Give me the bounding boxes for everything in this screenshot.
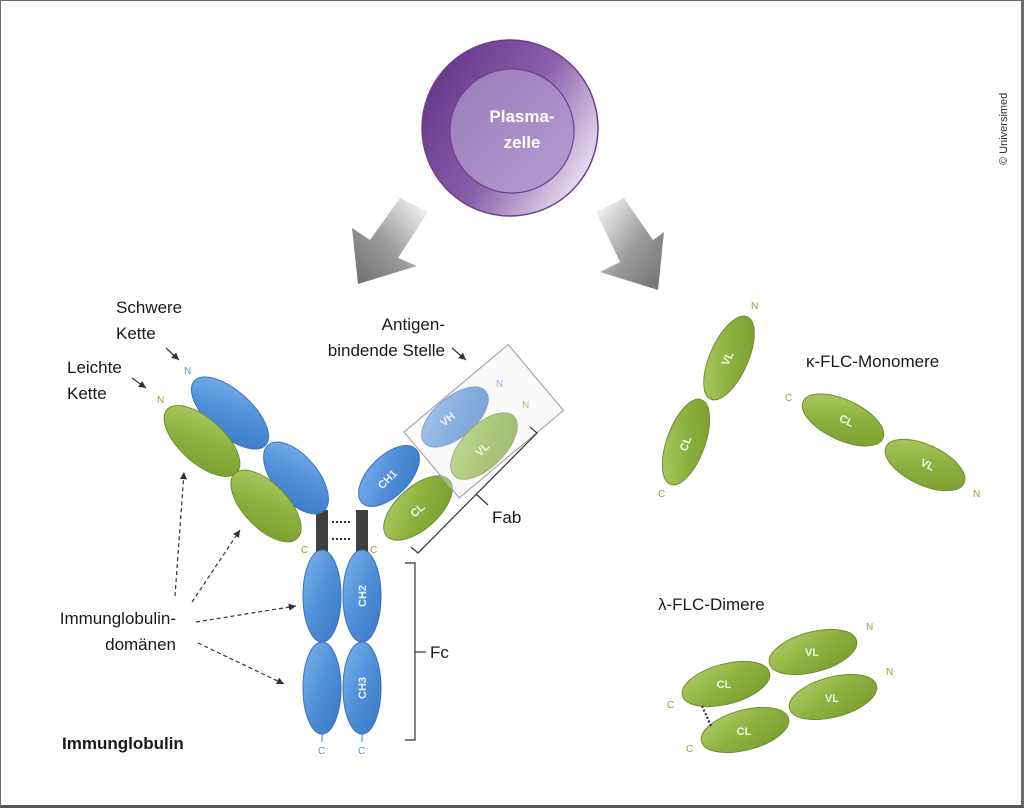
- domains-label-2: domänen: [105, 635, 176, 654]
- domains-label-1: Immunglobulin-: [60, 609, 176, 628]
- kappa-flc-monomers: VL CL N C CL VL C N κ-FLC-Monomere: [658, 301, 980, 500]
- light-chain-label-1: Leichte: [67, 358, 122, 377]
- domain-pointer-arrows: [174, 471, 297, 685]
- antigen-binding-site-box: [403, 343, 565, 499]
- kappa-n-1: N: [751, 301, 758, 312]
- lambda-c-1: C: [667, 700, 674, 711]
- lambda-disulfide-bond: [701, 705, 712, 727]
- lambda-cl-1-label: CL: [717, 679, 732, 691]
- lambda-n-2: N: [886, 667, 893, 678]
- arrow-left-icon: [352, 198, 428, 284]
- lambda-c-2: C: [686, 744, 693, 755]
- hinge-left: [316, 510, 328, 552]
- kappa-vl-2: [884, 438, 966, 492]
- lambda-cl-2: [700, 706, 790, 754]
- terminus-c-heavy-right: C: [358, 746, 365, 757]
- kappa-vl-1-label: VL: [720, 350, 737, 368]
- kappa-cl-2-label: CL: [837, 413, 856, 430]
- plasma-cell-label-2: zelle: [504, 133, 541, 152]
- label-ch3: CH3: [357, 677, 369, 699]
- plasma-cell-nucleus: [449, 68, 575, 194]
- heavy-chain-label-2: Kette: [116, 324, 156, 343]
- lambda-vl-2-label: VL: [825, 693, 839, 705]
- copyright-label: © Universimed: [998, 93, 1010, 165]
- kappa-cl-1-label: CL: [678, 435, 694, 453]
- domain-ch2-left: [302, 549, 342, 643]
- kappa-n-2: N: [973, 489, 980, 500]
- terminus-c-heavy-left: C: [318, 746, 325, 757]
- immunoglobulin: N N C N N C VH VL CH1 CL CH2 CH3 C C Fab: [60, 298, 565, 757]
- antigen-site-label-2: bindende Stelle: [328, 341, 445, 360]
- terminus-c-light-right: C: [370, 545, 377, 556]
- fab-bracket: [410, 426, 538, 554]
- lambda-vl-1-label: VL: [805, 647, 819, 659]
- domain-cl-left: [230, 469, 302, 543]
- lambda-n-1: N: [866, 622, 873, 633]
- kappa-c-1: C: [658, 489, 665, 500]
- plasma-cell: Plasma- zelle: [421, 39, 599, 217]
- lambda-cl-1: [681, 660, 771, 708]
- hinge-right: [356, 510, 368, 552]
- arrow-right-icon: [596, 198, 664, 290]
- kappa-c-2: C: [785, 393, 792, 404]
- terminus-n-light-left: N: [157, 395, 164, 406]
- immunoglobulin-title: Immunglobulin: [62, 734, 184, 753]
- lambda-flc-dimers: λ-FLC-Dimere CL VL C N CL VL C N: [658, 595, 893, 755]
- fc-label: Fc: [430, 643, 449, 662]
- kappa-vl-1: [703, 315, 755, 401]
- terminus-n-light-right: N: [522, 400, 529, 411]
- kappa-vl-2-label: VL: [918, 457, 936, 474]
- plasma-cell-label-1: Plasma-: [489, 107, 554, 126]
- lambda-cl-2-label: CL: [737, 726, 752, 738]
- domain-ch1-right: [358, 445, 420, 507]
- lambda-title: λ-FLC-Dimere: [658, 595, 765, 614]
- kappa-cl-2: [801, 393, 885, 447]
- terminus-n-heavy-right: N: [496, 379, 503, 390]
- terminus-n-heavy-left: N: [184, 366, 191, 377]
- domain-ch3-left: [302, 641, 342, 735]
- terminus-c-light-left: C: [301, 545, 308, 556]
- lambda-vl-2: [788, 673, 878, 721]
- label-ch2: CH2: [357, 585, 369, 607]
- fc-bracket: [405, 562, 416, 741]
- heavy-chain-label-1: Schwere: [116, 298, 182, 317]
- antigen-site-label-1: Antigen-: [382, 315, 445, 334]
- kappa-title: κ-FLC-Monomere: [806, 352, 939, 371]
- domain-cl-right: [383, 475, 453, 541]
- lambda-vl-1: [768, 628, 858, 676]
- fab-label: Fab: [492, 508, 521, 527]
- kappa-cl-1: [661, 398, 711, 486]
- light-chain-label-2: Kette: [67, 384, 107, 403]
- domain-vl-right: [450, 412, 518, 480]
